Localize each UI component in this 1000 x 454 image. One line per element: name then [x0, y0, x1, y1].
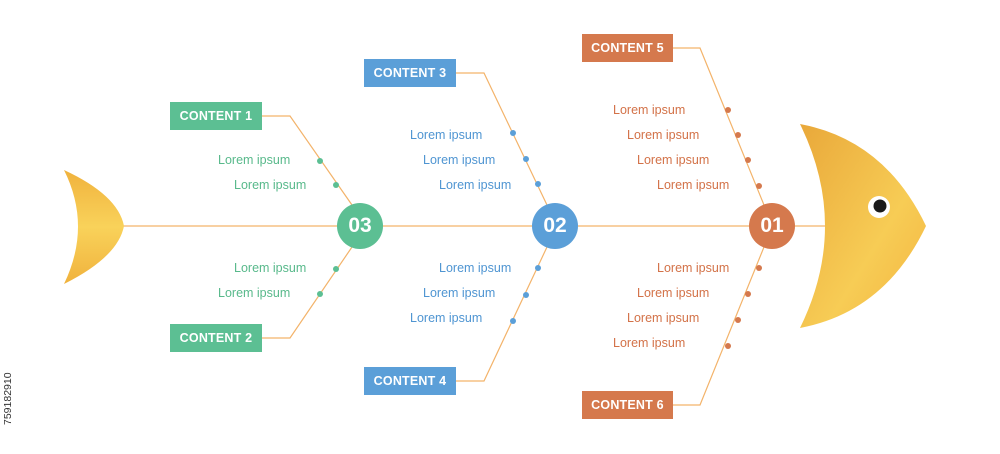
- label-text: Lorem ipsum: [410, 311, 483, 325]
- content-6-box: CONTENT 6: [582, 391, 673, 419]
- label-text: Lorem ipsum: [627, 128, 700, 142]
- node-01: 01: [749, 203, 795, 249]
- node-03: 03: [337, 203, 383, 249]
- label-text: Lorem ipsum: [637, 153, 710, 167]
- label-text: Lorem ipsum: [423, 286, 496, 300]
- content-2-box: CONTENT 2: [170, 324, 262, 352]
- label-text: Lorem ipsum: [423, 153, 496, 167]
- bone-content-6: [673, 246, 765, 406]
- label-text: Lorem ipsum: [627, 311, 700, 325]
- label-text: Lorem ipsum: [439, 261, 512, 275]
- label-text: Lorem ipsum: [410, 128, 483, 142]
- node-02: 02: [532, 203, 578, 249]
- content-3-box: CONTENT 3: [364, 59, 456, 87]
- bone-content-2: [262, 246, 353, 339]
- fish-head: [800, 124, 926, 328]
- label-text: Lorem ipsum: [218, 286, 291, 300]
- bone-content-5: [673, 47, 765, 206]
- label-text: Lorem ipsum: [657, 178, 730, 192]
- fish-eye-pupil: [873, 199, 887, 213]
- label-text: Lorem ipsum: [234, 261, 307, 275]
- label-text: Lorem ipsum: [234, 178, 307, 192]
- label-text: Lorem ipsum: [439, 178, 512, 192]
- label-text: Lorem ipsum: [637, 286, 710, 300]
- label-text: Lorem ipsum: [613, 103, 686, 117]
- fish-tail: [64, 170, 124, 284]
- bone-dots: [317, 107, 762, 349]
- bone-content-4: [456, 246, 548, 382]
- label-text: Lorem ipsum: [613, 336, 686, 350]
- label-text: Lorem ipsum: [218, 153, 291, 167]
- content-1-box: CONTENT 1: [170, 102, 262, 130]
- label-text: Lorem ipsum: [657, 261, 730, 275]
- stock-id-text: 759182910: [2, 372, 14, 425]
- content-5-box: CONTENT 5: [582, 34, 673, 62]
- content-4-box: CONTENT 4: [364, 367, 456, 395]
- bone-content-1: [262, 115, 353, 206]
